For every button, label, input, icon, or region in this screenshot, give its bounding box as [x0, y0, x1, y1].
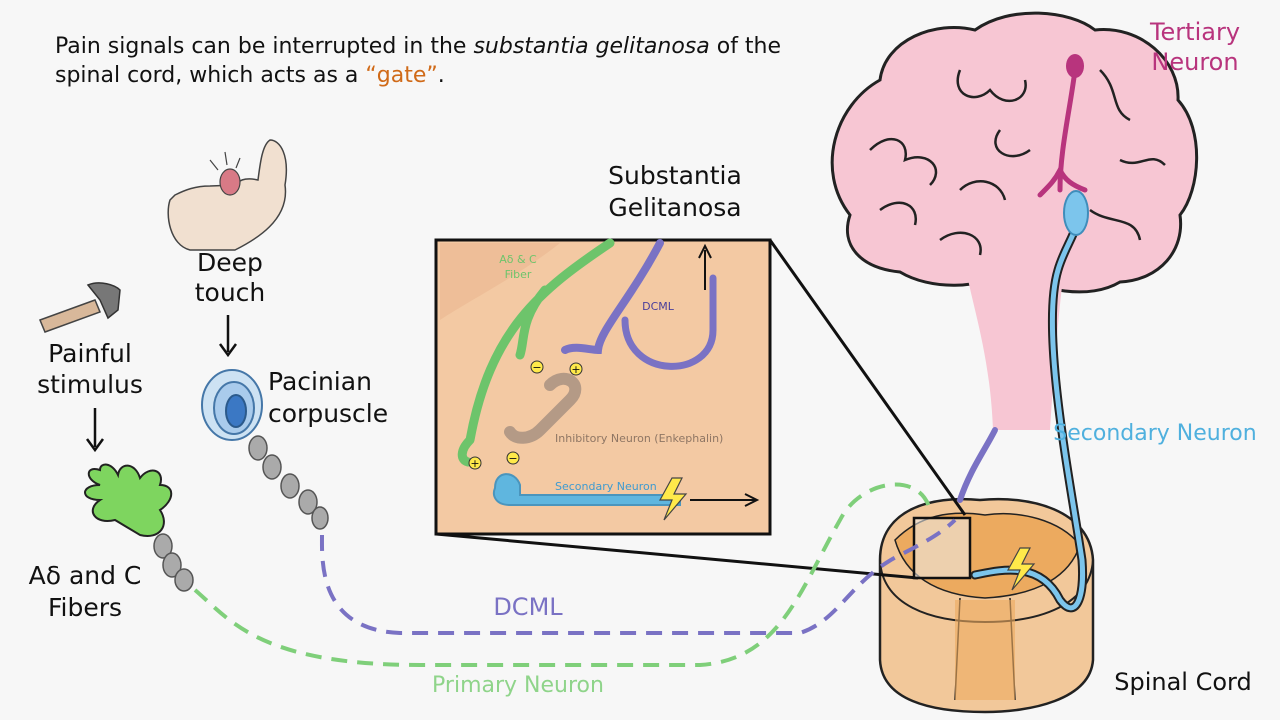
spinal-cord-label: Spinal Cord [1114, 668, 1251, 696]
inset-fiber-label-line2: Fiber [505, 268, 532, 281]
caption-gate-word: “gate” [365, 63, 438, 88]
fibers-line1: Aδ and C [28, 561, 142, 590]
pacinian-line1: Pacinian [268, 367, 372, 396]
free-nerve-ending [84, 463, 194, 592]
inset-inhibitory-label: Inhibitory Neuron (Enkephalin) [555, 432, 723, 445]
diagram-labels: Tertiary Neuron Secondary Neuron Spinal … [432, 18, 1257, 698]
pacinian-corpuscle [201, 369, 329, 530]
caption-part1: Pain signals can be interrupted in the [55, 34, 474, 59]
dcml-pathway-label: DCML [493, 593, 563, 621]
caption-emphasis: substantia gelitanosa [473, 34, 710, 59]
painful-stimulus-line2: stimulus [37, 370, 143, 399]
plus-sign: + [470, 457, 479, 470]
deep-touch-line1: Deep [197, 248, 263, 277]
hammer-icon [39, 282, 121, 333]
plus-sign: + [571, 363, 580, 376]
pacinian-corpuscle-label: Pacinian corpuscle [268, 366, 413, 430]
arrows [85, 315, 238, 453]
tertiary-neuron-label-line2: Neuron [1151, 48, 1238, 76]
substantia-label-line1: Substantia [608, 161, 742, 190]
tertiary-neuron-label-line1: Tertiary [1149, 18, 1240, 46]
secondary-neuron-label: Secondary Neuron [1053, 421, 1256, 446]
brain [830, 11, 1199, 430]
substantia-label-line2: Gelitanosa [608, 193, 742, 222]
pathways [193, 54, 1089, 667]
hand-pinch-icon [167, 139, 287, 251]
painful-stimulus-label: Painful stimulus [20, 338, 160, 400]
caption-part3: . [437, 63, 445, 88]
minus-sign: − [532, 361, 541, 374]
inset-contents [457, 238, 760, 521]
primary-neuron-label: Primary Neuron [432, 673, 604, 698]
caption-part2: of the spinal cord, which acts as a [55, 34, 782, 88]
inset-fiber-label-line1: Aδ & C [499, 253, 537, 266]
pacinian-line2: corpuscle [268, 399, 389, 428]
fibers-label: Aδ and C Fibers [10, 560, 160, 624]
inset-dcml-label: DCML [642, 300, 675, 313]
substantia-gelitanosa-label: Substantia Gelitanosa [590, 160, 760, 224]
inset-secondary-label: Secondary Neuron [555, 480, 657, 493]
deep-touch-line2: touch [194, 278, 266, 307]
fibers-line2: Fibers [47, 593, 123, 622]
deep-touch-label: Deep touch [170, 248, 290, 308]
minus-sign: − [508, 452, 517, 465]
inset-signs: − + + − [468, 360, 583, 470]
painful-stimulus-line1: Painful [48, 339, 132, 368]
caption-text: Pain signals can be interrupted in the s… [55, 32, 835, 90]
